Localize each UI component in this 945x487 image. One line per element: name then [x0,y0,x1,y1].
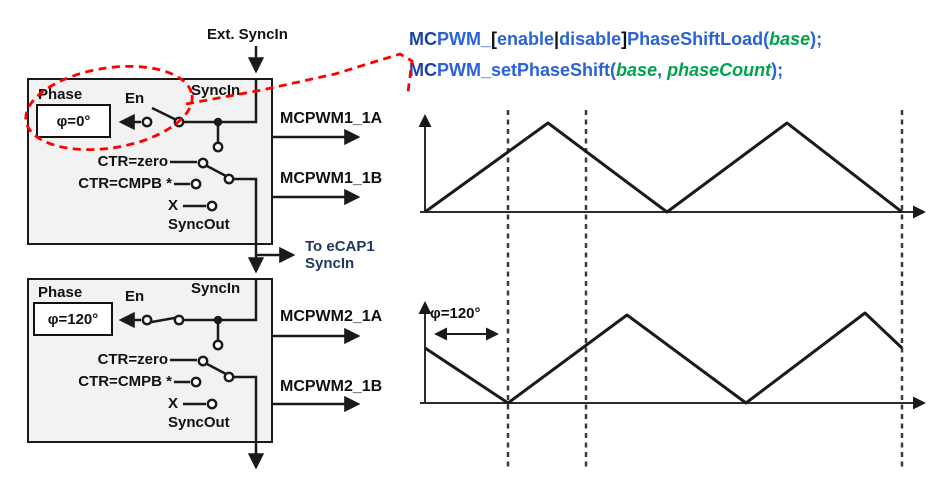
ext-syncin-label: Ext. SyncIn [207,26,288,43]
code-token: , [657,60,668,80]
code-token: ); [810,29,823,49]
to-ecap1-label: To eCAP1 SyncIn [305,238,375,272]
block1-syncin-label: SyncIn [191,82,241,99]
to-ecap1-line1: To eCAP1 [305,238,375,255]
code-token: PWM_ [437,29,491,49]
block1-phase-value-box: φ=0° [36,104,111,138]
code-token: ] [621,29,628,49]
block1-syncout-label: SyncOut [168,216,230,233]
block1-row-x: X [167,197,178,214]
output-label-mcpwm2-1a: MCPWM2_1A [280,308,383,325]
code-token: PWM_setPhaseShift( [437,60,617,80]
block2-phase-value: φ=120° [47,310,99,328]
to-ecap1-line2: SyncIn [305,254,355,272]
code-token: ); [771,60,784,80]
phase-shift-annotation: φ=120° [430,305,481,322]
code-token: enable [497,29,555,49]
block2-phase-label: Phase [38,284,83,301]
block1-phase-value: φ=0° [56,112,91,130]
block1-row-ctr-cmpb: CTR=CMPB * [78,175,172,192]
code-token: | [554,29,560,49]
plot-mcpwm1 [418,114,926,219]
block1-row-ctr-zero: CTR=zero [97,153,168,170]
code-token: disable [559,29,622,49]
block2-row-ctr-zero: CTR=zero [97,351,168,368]
block1-phase-label: Phase [38,86,83,103]
block2-syncin-label: SyncIn [191,280,241,297]
plot-mcpwm2 [418,301,926,410]
code-line-enable-phaseshiftload: MCPWM_[enable|disable]PhaseShiftLoad(bas… [409,29,822,50]
sync-dashed-lines [506,110,904,470]
code-token: MC [409,29,437,49]
block2-en-label: En [125,288,145,305]
code-token: base [616,60,658,80]
code-token: base [769,29,811,49]
output-label-mcpwm2-1b: MCPWM2_1B [280,378,383,395]
plot2-waveform [424,311,904,405]
block2-row-ctr-cmpb: CTR=CMPB * [78,373,172,390]
block2-syncout-label: SyncOut [168,414,230,431]
output-label-mcpwm1-1a: MCPWM1_1A [280,110,383,127]
code-token: [ [491,29,497,49]
block2-phase-value-box: φ=120° [33,302,113,336]
block2-row-x: X [167,395,178,412]
code-line-setphaseshift: MCPWM_setPhaseShift(base, phaseCount); [409,60,783,81]
code-token: phaseCount [667,60,772,80]
block1-en-label: En [125,90,145,107]
output-label-mcpwm1-1b: MCPWM1_1B [280,170,383,187]
plot1-waveform [424,121,903,214]
code-token: PhaseShiftLoad( [627,29,770,49]
code-token: MC [409,60,437,80]
